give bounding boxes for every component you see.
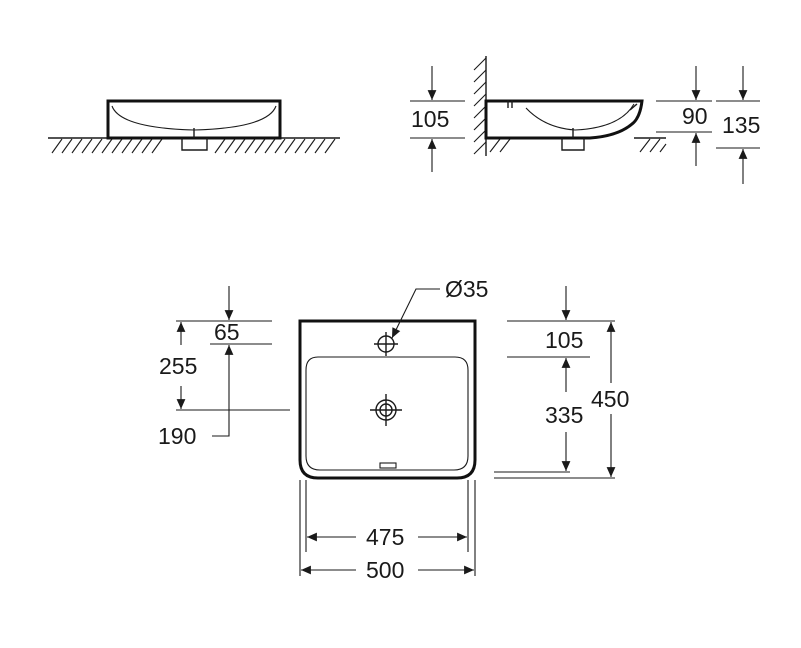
dimension-335: 335 [494, 358, 583, 473]
dimension-65: 65 [176, 286, 272, 345]
dim-label-65: 65 [214, 319, 240, 345]
plan-view: Ø35 65 255 190 105 [158, 276, 629, 583]
dimension-475: 475 [305, 480, 469, 552]
countertop-hatch-left [51, 138, 163, 154]
side-elevation-view: 105 90 135 [410, 56, 760, 184]
dim-label-105-side: 105 [411, 106, 449, 132]
dim-label-500: 500 [366, 557, 404, 583]
drain-icon [370, 394, 402, 426]
dimension-tap-diameter: Ø35 [391, 276, 488, 339]
dim-label-450: 450 [591, 386, 629, 412]
dimension-135-side: 135 [716, 66, 760, 184]
dim-label-190: 190 [158, 423, 196, 449]
dimension-105-side: 105 [410, 66, 465, 172]
countertop-hatch-right [214, 138, 336, 154]
basin-side-profile [484, 99, 644, 151]
dimension-105-plan: 105 [507, 286, 615, 358]
counter-hatch [489, 138, 667, 153]
dimension-255: 255 [159, 322, 290, 411]
dimension-90-side: 90 [656, 66, 712, 166]
wall-hatch [473, 57, 487, 155]
dimension-500: 500 [299, 480, 476, 583]
dimension-450: 450 [494, 322, 629, 479]
dim-label-475: 475 [366, 524, 404, 550]
dim-label-335: 335 [545, 402, 583, 428]
dim-label-135-side: 135 [722, 112, 760, 138]
tap-hole-icon [374, 332, 398, 356]
dim-label-90-side: 90 [682, 103, 708, 129]
basin-front-profile [106, 99, 282, 151]
dim-label-105-plan: 105 [545, 327, 583, 353]
dim-label-tap-diameter: Ø35 [445, 276, 488, 302]
dim-label-255: 255 [159, 353, 197, 379]
front-elevation-view [48, 99, 340, 154]
basin-plan-outline [298, 319, 477, 480]
dimension-190: 190 [158, 345, 234, 449]
